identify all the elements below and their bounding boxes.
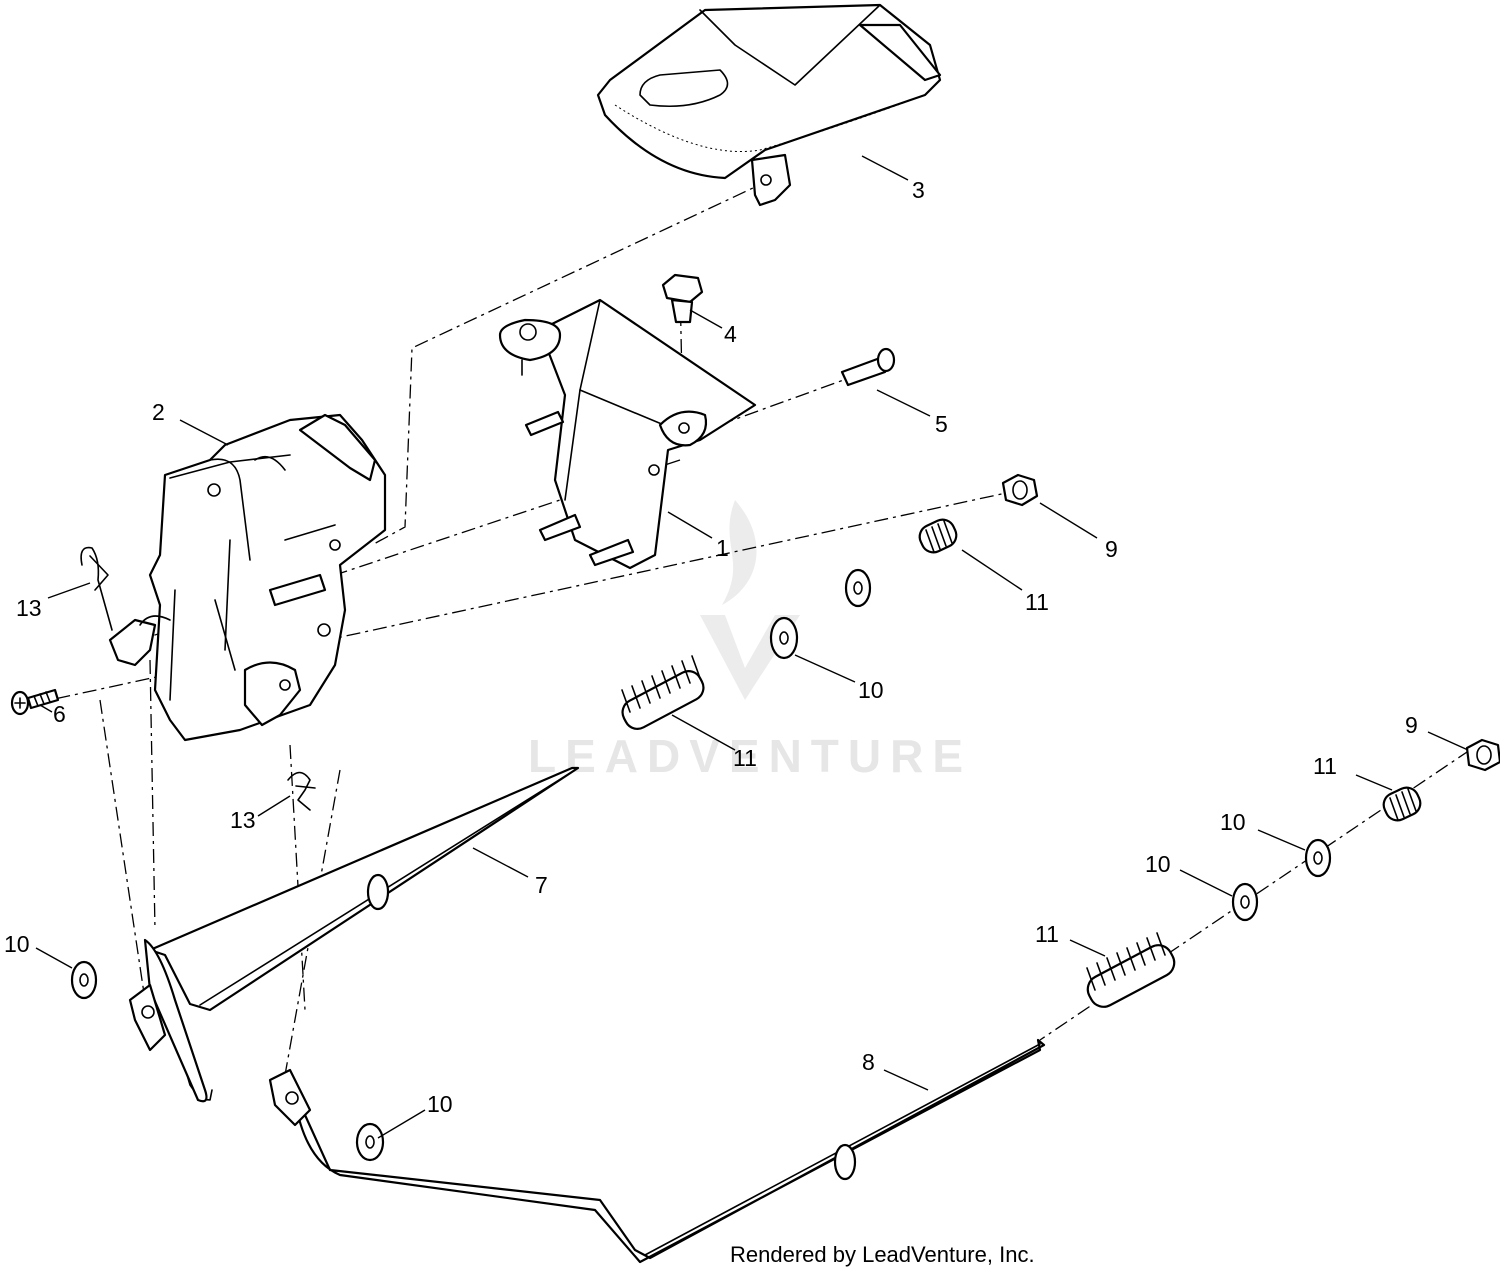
callout-3: 3 [912, 177, 925, 203]
callout-11-right-short: 11 [1313, 753, 1337, 779]
spring-right-short [1382, 786, 1422, 822]
callout-2: 2 [152, 399, 165, 425]
part-6-screw [10, 688, 60, 716]
part-7-rod [128, 766, 580, 1103]
washer-right-b [1231, 882, 1259, 922]
part-9-nut-upper [1001, 473, 1039, 507]
callout-8: 8 [862, 1049, 875, 1075]
callout-11-right-long: 11 [1035, 921, 1059, 947]
callout-10-upper: 10 [858, 677, 884, 703]
part-5-pin [840, 347, 896, 387]
callout-9-upper: 9 [1105, 536, 1118, 562]
washer-upper-a [844, 568, 872, 608]
callout-6: 6 [53, 701, 66, 727]
callout-10-left: 10 [4, 931, 30, 957]
render-credit: Rendered by LeadVenture, Inc. [730, 1242, 1035, 1267]
callout-10-right-a: 10 [1220, 809, 1246, 835]
leader-lines [35, 155, 1469, 1139]
part-3-cover [596, 3, 942, 207]
part-9-nut-lower [1465, 738, 1500, 772]
callout-7: 7 [535, 872, 548, 898]
part-8-rod [268, 1038, 1046, 1264]
part-13-clip-upper [80, 546, 113, 631]
callout-4: 4 [724, 321, 737, 347]
callout-9-lower: 9 [1405, 712, 1418, 738]
callout-5: 5 [935, 411, 948, 437]
watermark-text: LEADVENTURE [528, 730, 972, 782]
callout-1: 1 [716, 535, 729, 561]
callout-10-right-b: 10 [1145, 851, 1171, 877]
part-4-bolt [661, 273, 704, 324]
spring-upper-long [621, 655, 705, 730]
part-10-washers [70, 568, 1332, 1162]
spring-upper-short [918, 518, 958, 554]
callout-11-upper-long: 11 [733, 745, 757, 771]
washer-left [70, 960, 98, 1000]
part-11-springs [621, 518, 1422, 1008]
washer-right-a [1304, 838, 1332, 878]
callout-11-upper-short: 11 [1025, 589, 1049, 615]
part-1-bracket [498, 298, 757, 570]
spring-right-long [1086, 932, 1176, 1008]
callout-10-bottom: 10 [427, 1091, 453, 1117]
washer-bottom [355, 1122, 385, 1162]
callout-13-upper: 13 [16, 595, 42, 621]
part-2-control-module [108, 413, 387, 742]
watermark: LEADVENTURE [528, 500, 972, 782]
washer-upper-b [769, 616, 799, 660]
callout-13-lower: 13 [230, 807, 256, 833]
callouts: 3 4 2 5 1 9 11 13 10 6 11 9 11 13 10 10 … [4, 177, 1418, 1117]
part-13-clip-lower [287, 771, 316, 811]
watermark-logo-icon [700, 500, 800, 700]
